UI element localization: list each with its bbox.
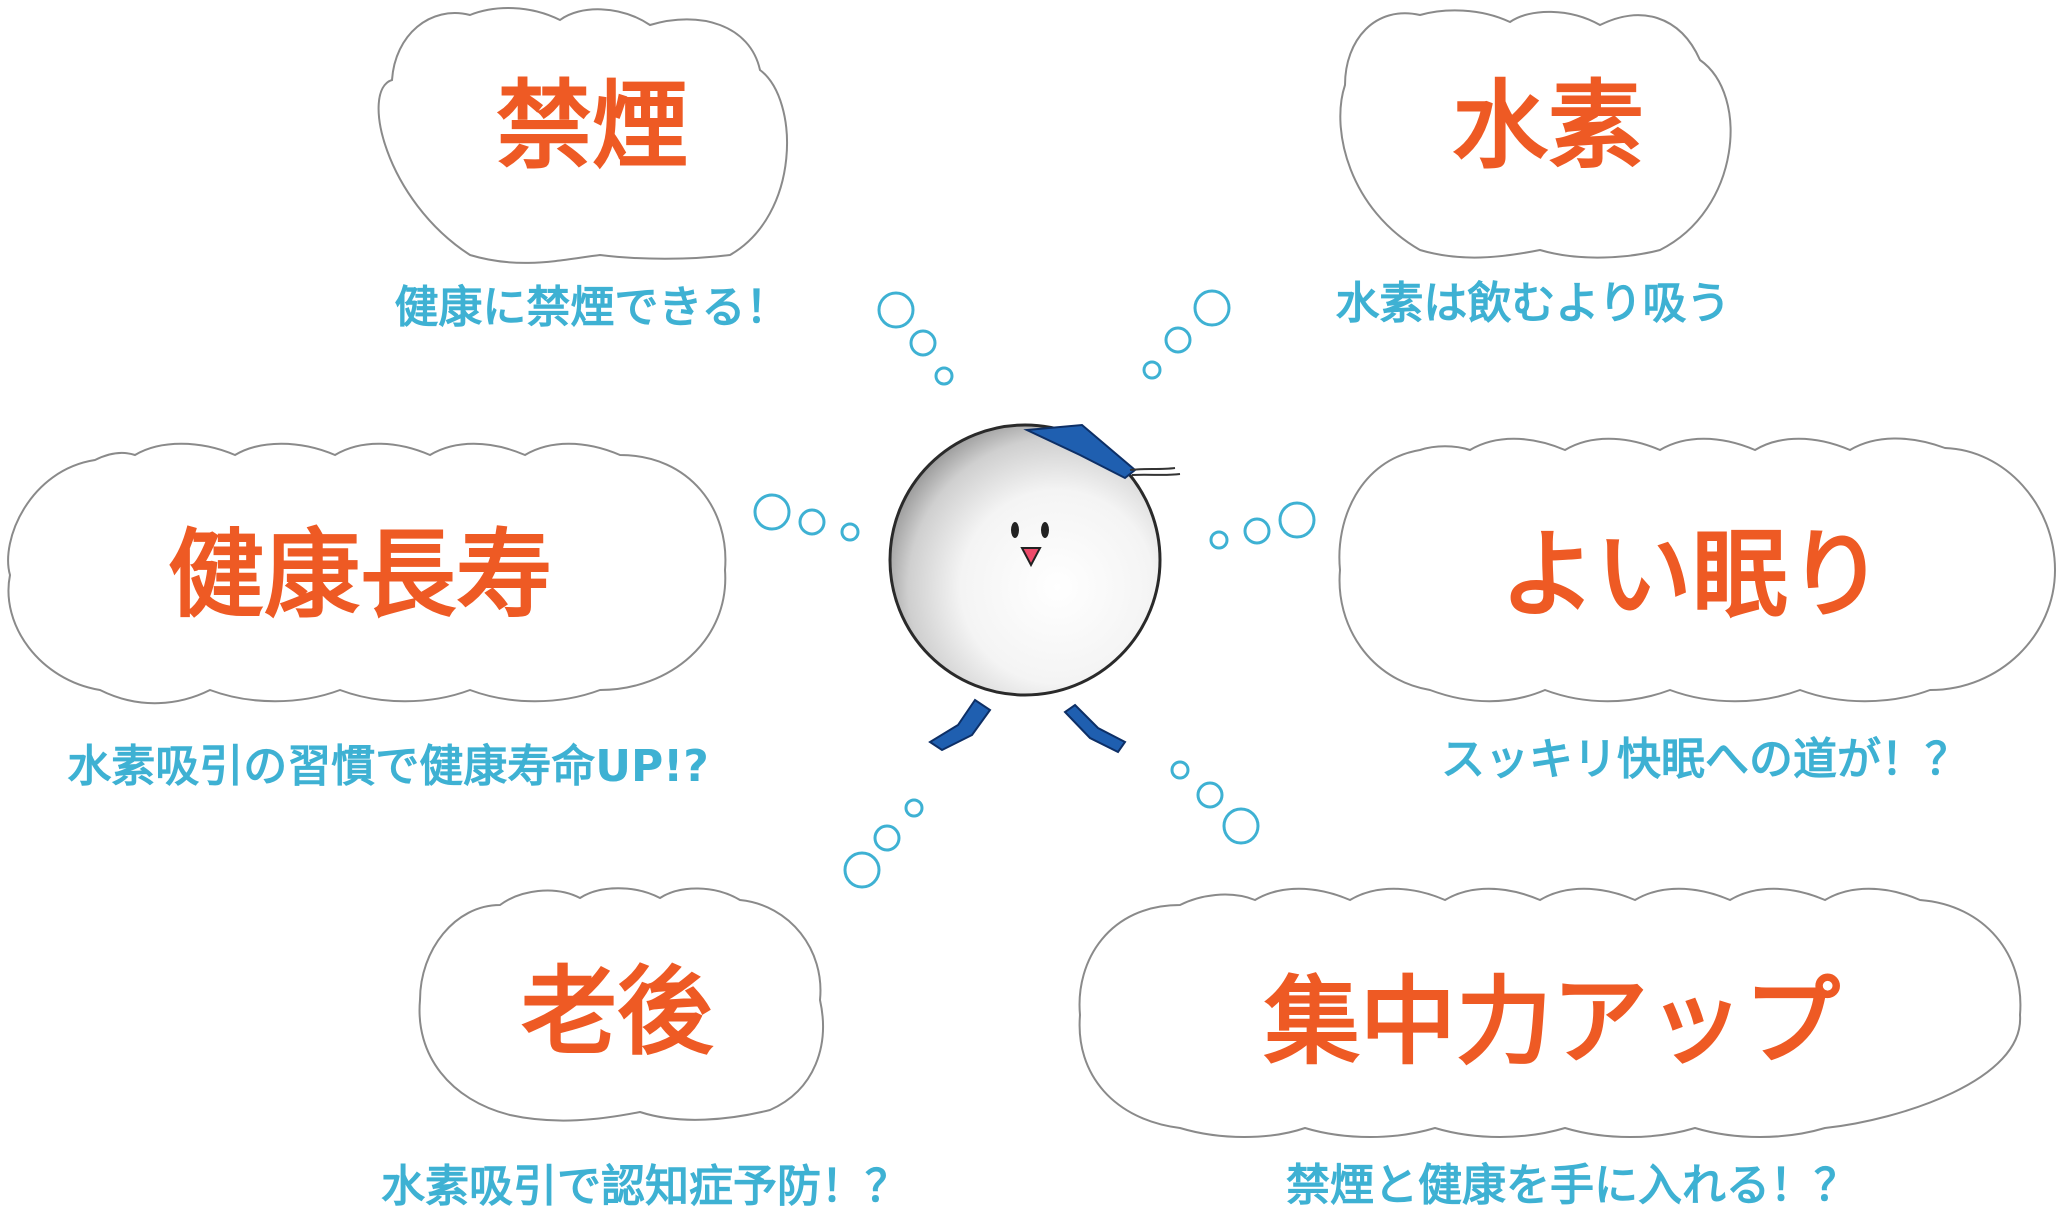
dot-tr-1 [1193, 289, 1231, 327]
cloud-shuchuryoku [1078, 887, 2022, 1138]
cloud-kinen [377, 7, 789, 264]
cloud-subtitle-yoi-nemuri: スッキリ快眠への道が！？ [1441, 734, 1969, 785]
cloud-title-suiso: 水素 [1452, 70, 1644, 182]
cloud-kenkou-choju [7, 442, 727, 705]
cloud-title-shuchuryoku: 集中力アップ [1264, 966, 1840, 1078]
cloud-subtitle-rougo: 水素吸引で認知症予防！？ [381, 1161, 909, 1212]
cloud-subtitle-kinen: 健康に禁煙できる！ [394, 282, 790, 333]
dot-tr-3 [1142, 360, 1162, 380]
cloud-subtitle-shuchuryoku: 禁煙と健康を手に入れる！？ [1286, 1160, 1858, 1211]
dot-mr-3 [1209, 530, 1229, 550]
dot-ml-3 [840, 522, 860, 542]
dot-tr-2 [1164, 326, 1192, 354]
dot-br-2 [1196, 781, 1224, 809]
cloud-title-kinen: 禁煙 [496, 70, 688, 182]
dot-tl-2 [909, 329, 937, 357]
dot-tl-3 [934, 366, 954, 386]
dot-bl-3 [904, 798, 924, 818]
cloud-title-kenkou-choju: 健康長寿 [168, 519, 552, 631]
dot-mr-2 [1243, 517, 1271, 545]
cloud-yoi-nemuri [1338, 437, 2057, 703]
dot-tl-1 [877, 291, 915, 329]
cloud-suiso [1339, 9, 1732, 259]
cloud-subtitle-kenkou-choju: 水素吸引の習慣で健康寿命UP!? [67, 741, 709, 792]
dot-br-3 [1170, 760, 1190, 780]
dot-br-1 [1222, 807, 1260, 845]
dot-ml-2 [798, 508, 826, 536]
cloud-title-rougo: 老後 [521, 956, 713, 1068]
cloud-rougo [418, 887, 824, 1122]
dot-bl-2 [873, 824, 901, 852]
cloud-subtitle-suiso: 水素は飲むより吸う [1335, 278, 1731, 329]
dot-ml-1 [753, 493, 791, 531]
dot-mr-1 [1278, 501, 1316, 539]
cloud-title-yoi-nemuri: よい眠り [1500, 519, 1884, 631]
dot-bl-1 [843, 851, 881, 889]
